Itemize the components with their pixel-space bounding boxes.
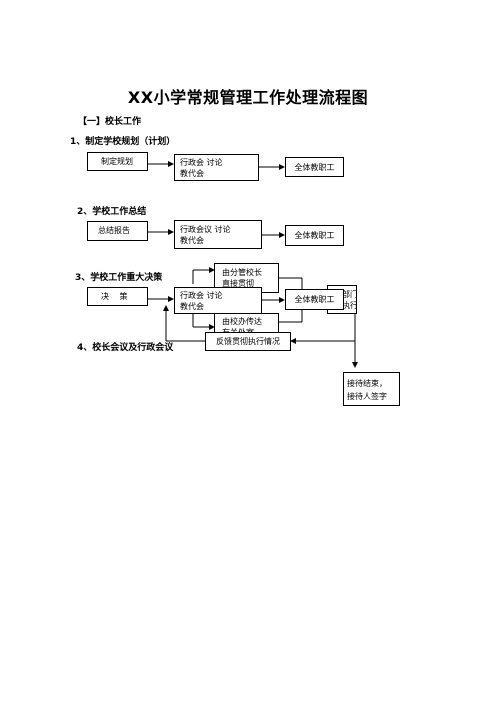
s3-heading: 3、学校工作重大决策 xyxy=(75,273,163,283)
s3-feedback-box: 反馈贯彻执行情况 xyxy=(205,332,291,351)
s1-heading: 1、制定学校规划（计划） xyxy=(70,137,176,147)
section-heading: 【一】校长工作 xyxy=(78,117,142,127)
s3-decision-label: 决 策 xyxy=(101,292,128,301)
s4-end-box: 接待结束， 接待人签字 xyxy=(343,372,400,406)
s3-decision-box: 决 策 xyxy=(87,287,148,306)
s3-vp-line1: 由分管校长 xyxy=(222,268,262,277)
s3-staff-box: 全体教职工 xyxy=(285,289,344,310)
page-title: XX小学常规管理工作处理流程图 xyxy=(127,88,369,107)
s1-plan-label: 制定规划 xyxy=(101,157,133,166)
s2-heading: 2、学校工作总结 xyxy=(77,207,147,217)
s1-staff-box: 全体教职工 xyxy=(285,157,344,177)
s1-meeting-line2: 教代会 xyxy=(180,169,204,178)
s3-office-line1: 由校办传达 xyxy=(222,317,262,326)
s3-meeting-line2: 教代会 xyxy=(180,302,204,311)
s1-staff-label: 全体教职工 xyxy=(294,163,335,172)
s4-end-line1: 接待结束， xyxy=(347,379,387,388)
s3-vp-line2: 直接贯彻 xyxy=(222,279,254,288)
s1-meeting-line1: 行政会 讨论 xyxy=(180,158,223,167)
s2-staff-label: 全体教职工 xyxy=(294,231,335,240)
s3-staff-label: 全体教职工 xyxy=(294,295,335,304)
s2-meeting-line1: 行政会议 讨论 xyxy=(180,225,231,234)
s2-meeting-line2: 教代会 xyxy=(180,236,204,245)
s4-end-line2: 接待人签字 xyxy=(347,392,387,401)
s2-summary-label: 总结报告 xyxy=(98,226,130,235)
s3-dept-line1: 部门 xyxy=(342,290,357,299)
s3-feedback-label: 反馈贯彻执行情况 xyxy=(216,337,280,346)
s2-staff-box: 全体教职工 xyxy=(285,225,344,246)
s1-plan-box: 制定规划 xyxy=(87,152,148,171)
s3-meeting-line1: 行政会 讨论 xyxy=(180,291,223,300)
s2-meeting-box: 行政会议 讨论 教代会 xyxy=(174,220,262,249)
s3-dept-line2: 执行 xyxy=(342,301,357,310)
s2-summary-box: 总结报告 xyxy=(87,221,148,241)
s3-meeting-box: 行政会 讨论 教代会 xyxy=(174,287,262,314)
s1-meeting-box: 行政会 讨论 教代会 xyxy=(174,154,259,181)
s4-heading: 4、校长会议及行政会议 xyxy=(77,343,174,353)
